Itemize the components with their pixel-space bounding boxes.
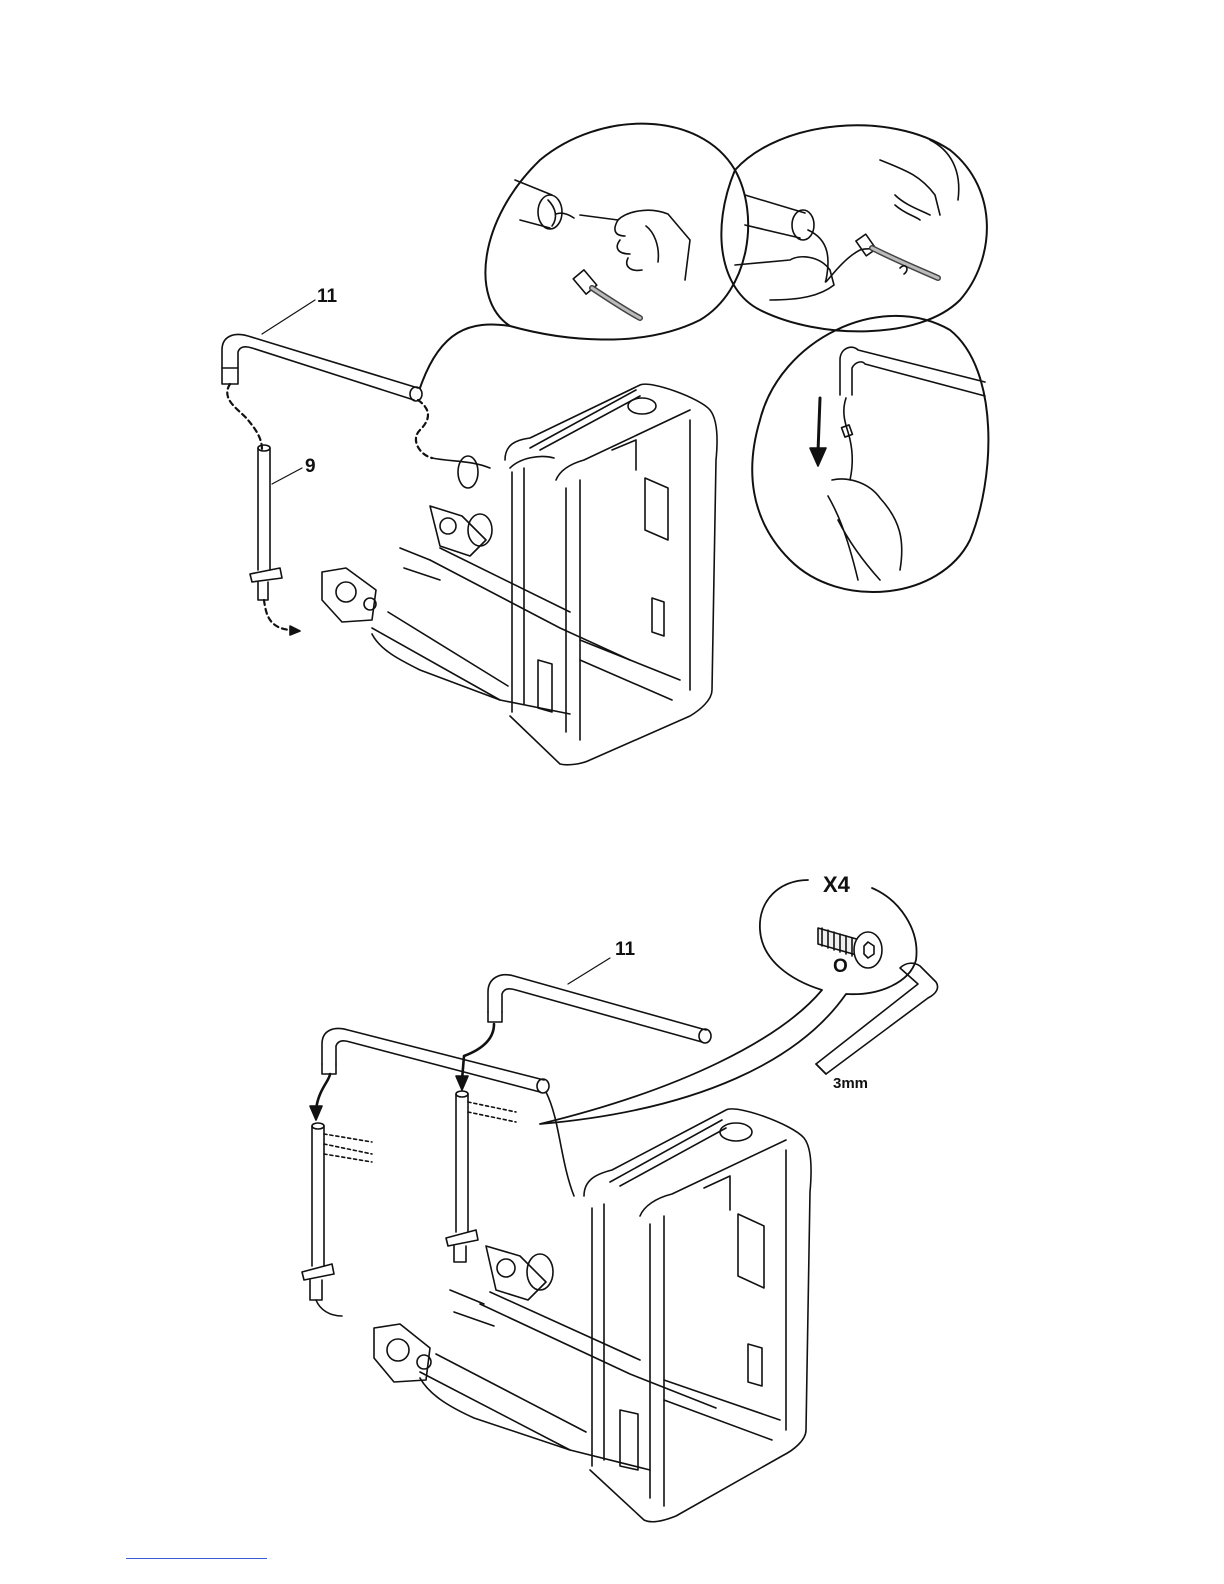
hardware-part-label: O: [833, 957, 848, 976]
hand-threading-icon: [735, 140, 959, 300]
part-label-crossbar-11-step2: 11: [615, 940, 635, 959]
crossbar-11-step2-raised: [488, 958, 711, 1043]
treadmill-frame-step2: [374, 1109, 811, 1522]
part-label-post-9: 9: [305, 457, 316, 476]
pull-down-arrow-icon: [810, 398, 826, 466]
treadmill-frame-step1: [322, 384, 717, 765]
detail-bubble-cable-locate: [420, 124, 748, 388]
cable-connector-icon: [856, 234, 938, 278]
tool-size-label: 3mm: [833, 1076, 868, 1091]
hand-pointing-icon: [580, 210, 690, 280]
hardware-quantity-label: X4: [823, 874, 850, 896]
hardware-bubble: [540, 880, 938, 1124]
hex-key-icon: [816, 963, 938, 1074]
footer-link-underline[interactable]: [126, 1558, 267, 1559]
post-9-step1: [250, 445, 302, 635]
post-left-step2: [302, 1123, 372, 1316]
detail-bubble-cable-pull: [752, 316, 988, 592]
detail-bubble-cable-thread: [721, 125, 987, 331]
part-label-crossbar-11: 11: [317, 287, 337, 306]
cable-connector-icon: [573, 270, 640, 318]
crossbar-step2-installed: [310, 1024, 574, 1196]
bolt-icon: [818, 928, 882, 968]
crossbar-11-step1: [222, 300, 490, 488]
post-right-step2: [446, 1091, 516, 1262]
